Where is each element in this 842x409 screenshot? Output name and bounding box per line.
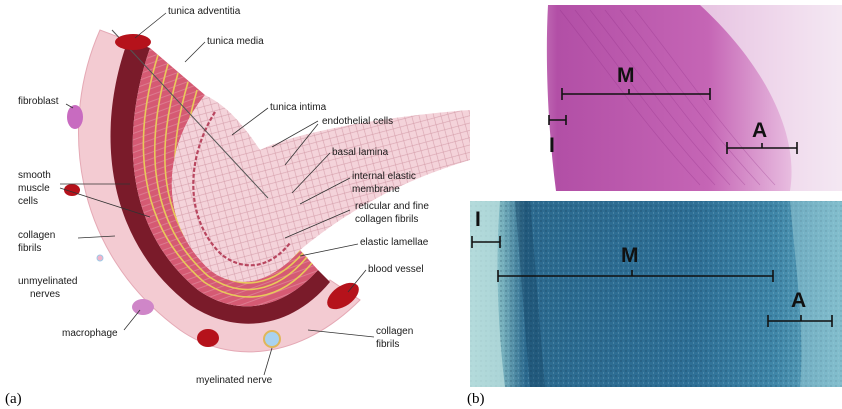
he-label-m: M <box>617 64 635 87</box>
blood-cell <box>197 329 219 347</box>
callout-collagen-fibrils-media: collagen fibrils <box>355 214 418 225</box>
panel-a-label: (a) <box>5 391 22 407</box>
callout-internal-elastic: internal elastic <box>352 171 416 182</box>
tri-label-a: A <box>791 289 806 312</box>
callout-fibrils-outer: fibrils <box>18 243 41 254</box>
artery-wall-illustration: tunica adventitia tunica media fibroblas… <box>18 6 470 386</box>
he-label-i: I <box>549 134 555 157</box>
myelinated-nerve-shape <box>264 331 280 347</box>
callout-blood-vessel: blood vessel <box>368 264 424 275</box>
micrograph-he <box>507 5 842 191</box>
callout-reticular-and-fine: reticular and fine <box>355 201 429 212</box>
callout-collagen-outer: collagen <box>18 230 55 241</box>
callout-nerves: nerves <box>30 289 60 300</box>
callout-fibrils-bottom: fibrils <box>376 339 399 350</box>
tri-label-m: M <box>621 244 639 267</box>
callout-basal-lamina: basal lamina <box>332 147 389 158</box>
callout-endothelial-cells: endothelial cells <box>322 116 393 127</box>
callout-tunica-adventitia: tunica adventitia <box>168 6 241 17</box>
callout-muscle: muscle <box>18 183 50 194</box>
macrophage-shape <box>132 299 154 315</box>
callout-fibroblast: fibroblast <box>18 96 59 107</box>
callout-myelinated-nerve: myelinated nerve <box>196 375 273 386</box>
callout-tunica-media: tunica media <box>207 36 264 47</box>
callout-tunica-intima: tunica intima <box>270 102 327 113</box>
micrograph-trichrome <box>470 201 842 387</box>
panel-b-label: (b) <box>467 391 485 407</box>
callout-cells: cells <box>18 196 38 207</box>
callout-macrophage: macrophage <box>62 328 118 339</box>
callout-unmyelinated: unmyelinated <box>18 276 77 287</box>
callout-collagen-bottom: collagen <box>376 326 413 337</box>
unmyelinated-nerve-shape <box>97 255 103 261</box>
blood-vessel-cell <box>115 34 151 50</box>
tri-label-i: I <box>475 208 481 231</box>
fibroblast-shape <box>67 105 83 129</box>
callout-membrane: membrane <box>352 184 400 195</box>
callout-elastic-lamellae: elastic lamellae <box>360 237 429 248</box>
callout-smooth: smooth <box>18 170 51 181</box>
he-label-a: A <box>752 119 767 142</box>
